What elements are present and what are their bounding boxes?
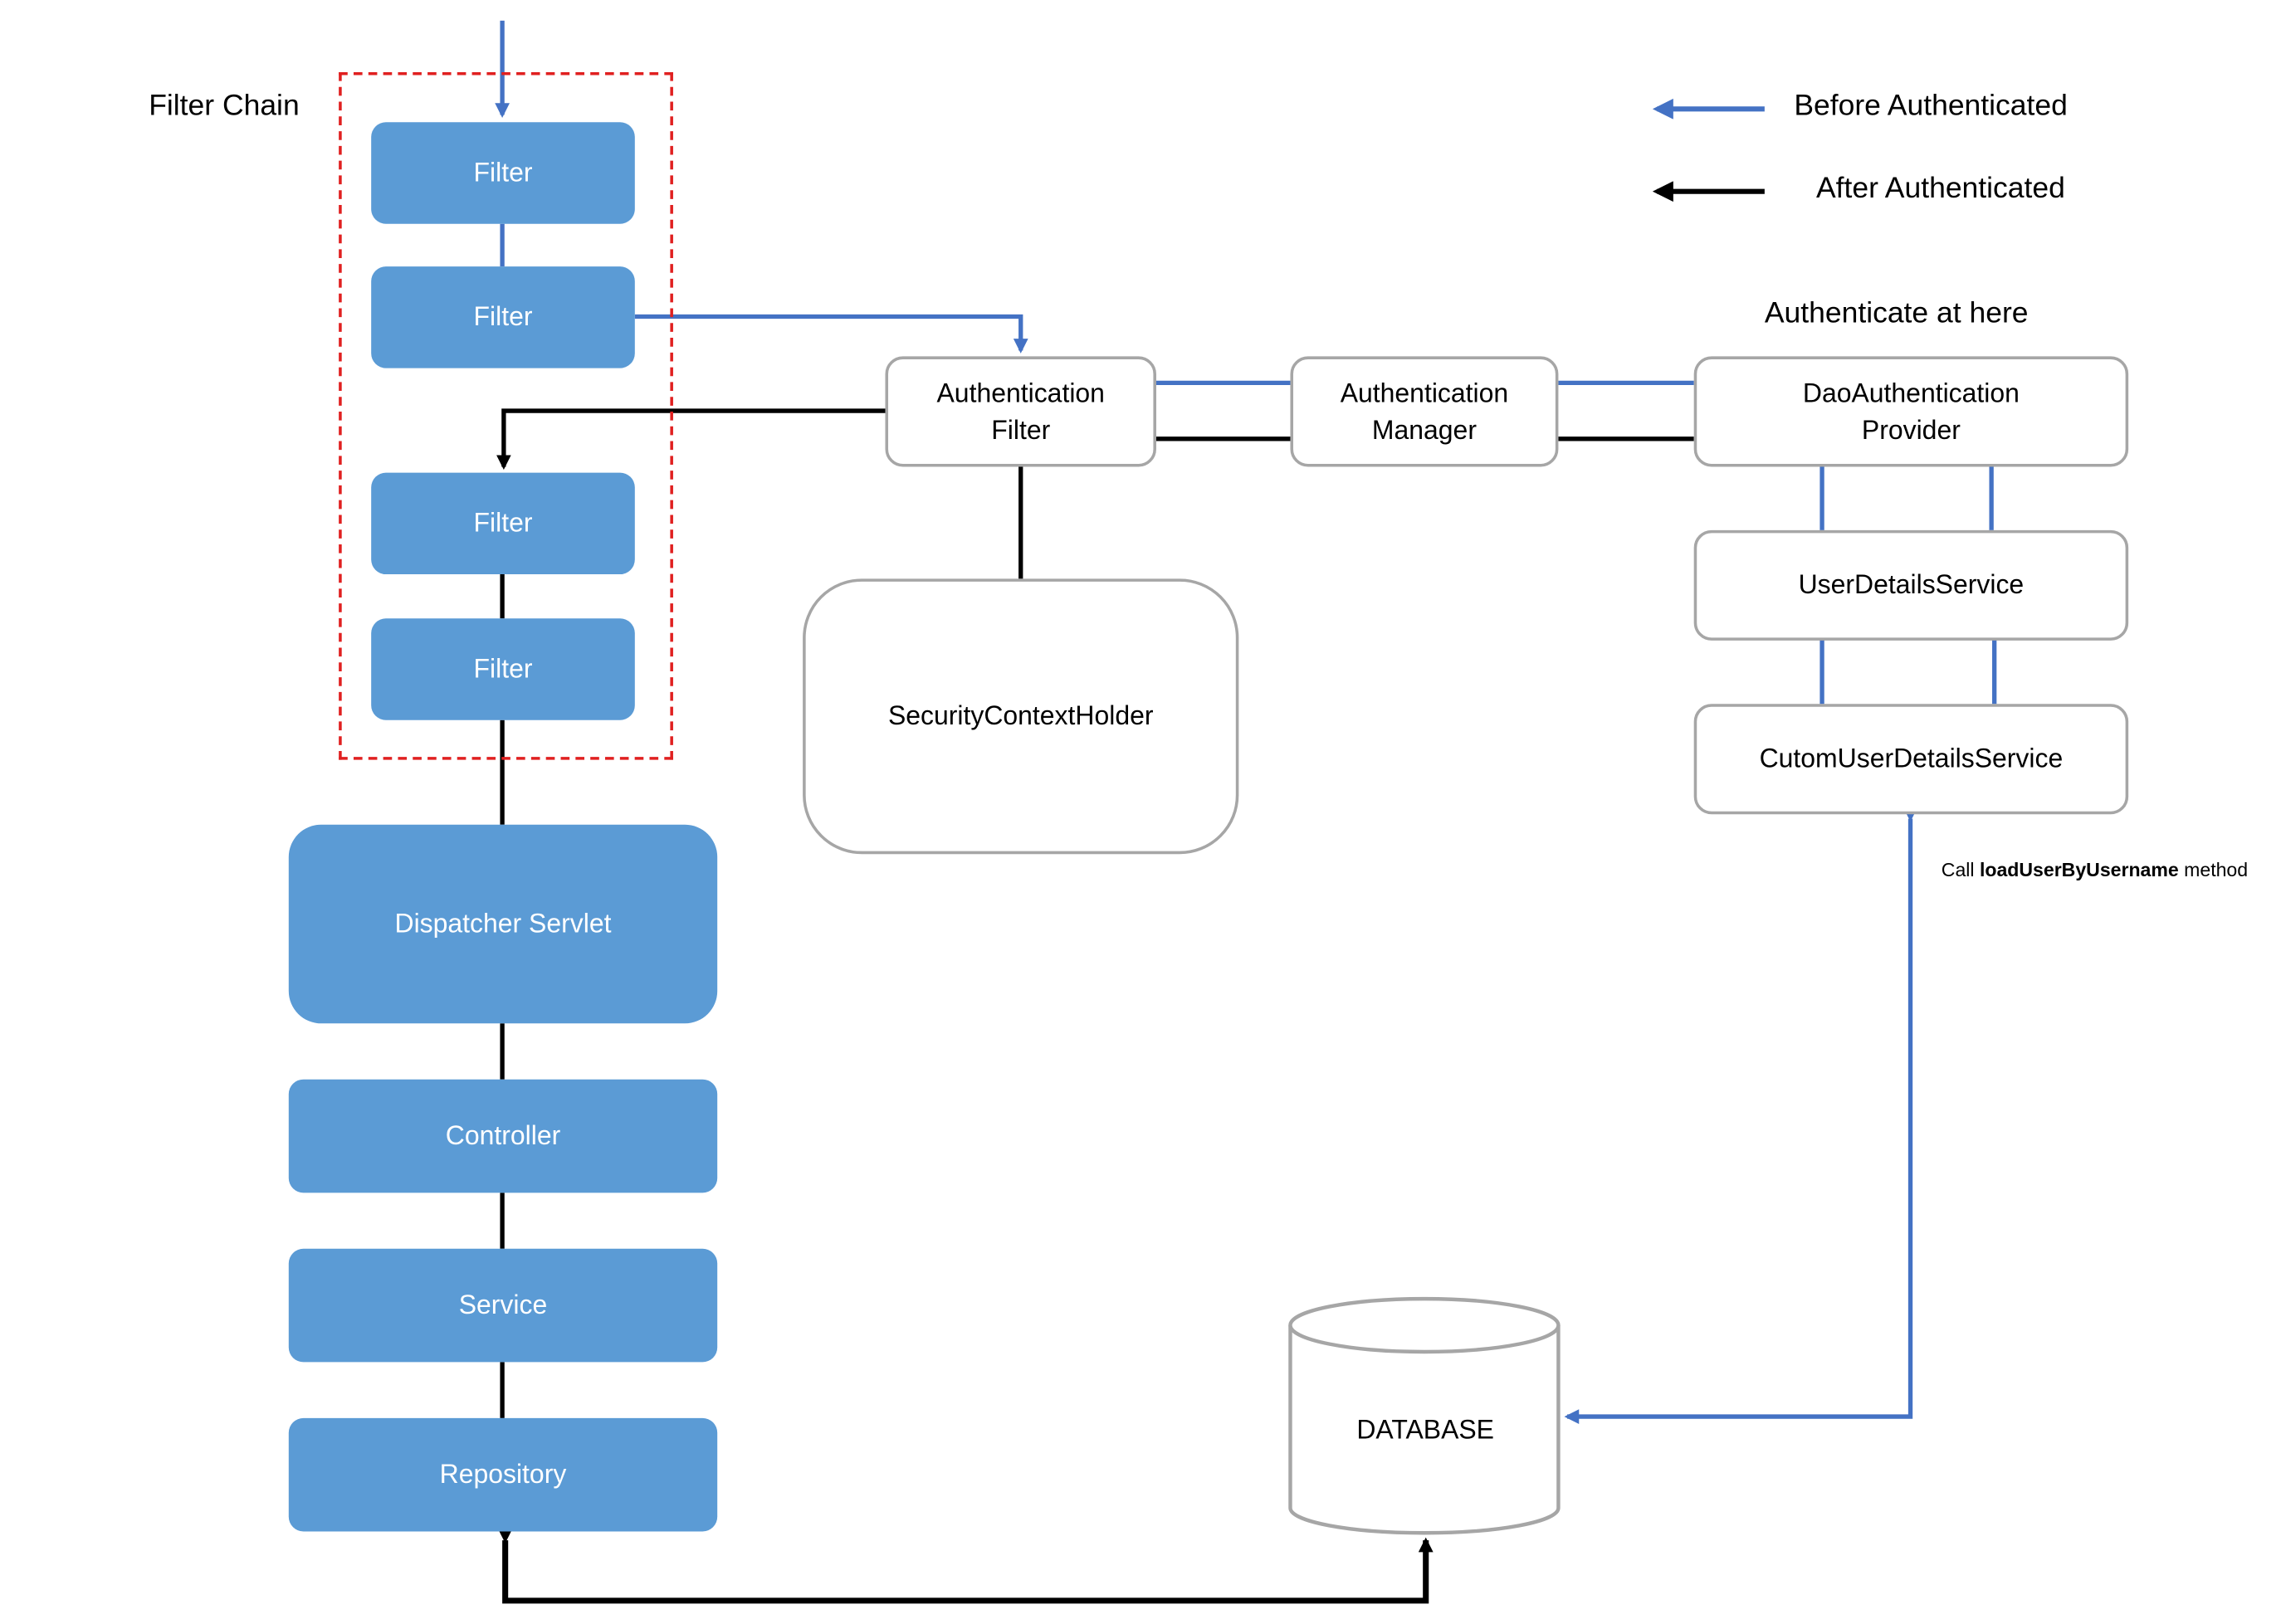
- filter-box[interactable]: Filter: [371, 472, 635, 575]
- call-note-method: loadUserByUsername: [1979, 858, 2179, 881]
- custom-user-details-service-box[interactable]: CutomUserDetailsService: [1693, 704, 2129, 815]
- filter-chain-label: Filter Chain: [149, 90, 300, 123]
- custom-uds-database-arrow: [1564, 807, 1918, 1424]
- controller-box[interactable]: Controller: [288, 1079, 718, 1193]
- legend-before-label: Before Authenticated: [1794, 90, 2068, 123]
- call-note-prefix: Call: [1941, 858, 1980, 881]
- call-note-suffix: method: [2178, 858, 2249, 881]
- legend-after-label: After Authenticated: [1815, 172, 2065, 205]
- database-label: DATABASE: [1356, 1415, 1494, 1445]
- auth-filter-to-filter-arrow: [496, 408, 886, 471]
- load-user-call-note: Call loadUserByUsername method: [1942, 859, 2248, 881]
- filter-box[interactable]: Filter: [371, 618, 635, 720]
- dispatcher-servlet-box[interactable]: Dispatcher Servlet: [288, 824, 718, 1024]
- security-context-holder-box[interactable]: SecurityContextHolder: [803, 578, 1239, 855]
- database-cylinder: [1288, 1296, 1561, 1535]
- user-details-service-box[interactable]: UserDetailsService: [1693, 529, 2129, 641]
- repository-box[interactable]: Repository: [288, 1417, 718, 1532]
- repository-database-arrow: [497, 1528, 1434, 1604]
- authenticate-at-here-label: Authenticate at here: [1764, 297, 2029, 330]
- filter-box[interactable]: Filter: [371, 122, 635, 224]
- dao-authentication-provider-box[interactable]: DaoAuthentication Provider: [1693, 356, 2129, 467]
- filter-chain-boundary: [339, 71, 673, 760]
- authentication-filter-box[interactable]: Authentication Filter: [885, 356, 1156, 467]
- service-box[interactable]: Service: [288, 1248, 718, 1363]
- filter-to-auth-filter-arrow: [634, 314, 1028, 354]
- filter-box[interactable]: Filter: [371, 266, 635, 368]
- authentication-manager-box[interactable]: Authentication Manager: [1290, 356, 1559, 467]
